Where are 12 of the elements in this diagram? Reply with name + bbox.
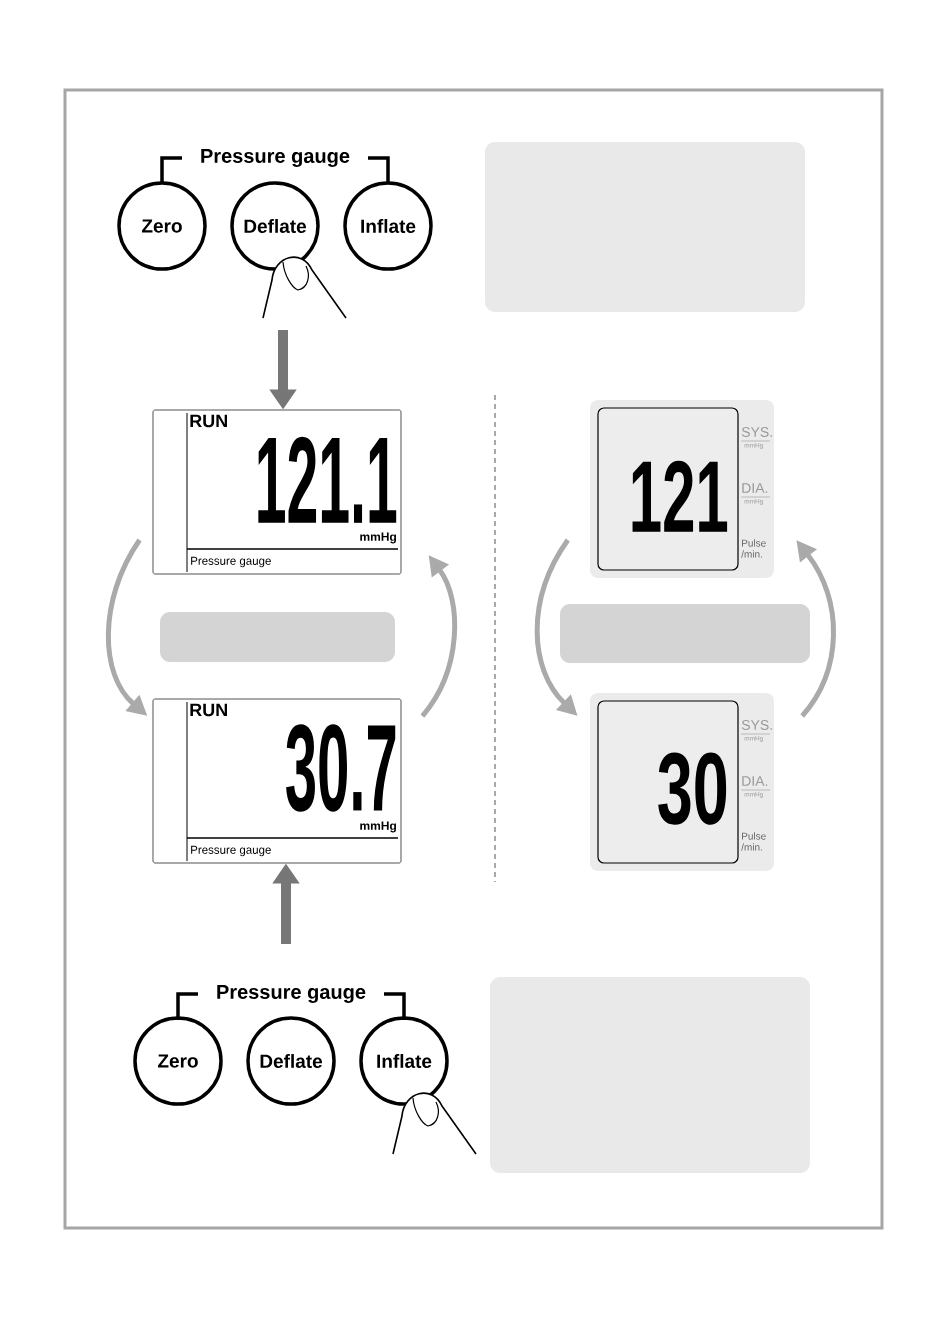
round-button: Inflate xyxy=(343,181,433,271)
blank-panel xyxy=(560,604,810,663)
lcd-screen: RUN 30.7 mmHg Pressure gauge xyxy=(152,698,402,864)
bracket-label: Pressure gauge xyxy=(201,149,350,167)
round-button: Inflate xyxy=(359,1016,449,1106)
round-button: Deflate xyxy=(230,181,320,271)
round-button: Zero xyxy=(133,1016,223,1106)
round-button: Deflate xyxy=(246,1016,336,1106)
bracket-label: Pressure gauge xyxy=(217,985,366,1003)
round-button: Zero xyxy=(117,181,207,271)
blank-panel xyxy=(160,612,395,662)
lcd-screen: RUN 121.1 mmHg Pressure gauge xyxy=(152,409,402,575)
